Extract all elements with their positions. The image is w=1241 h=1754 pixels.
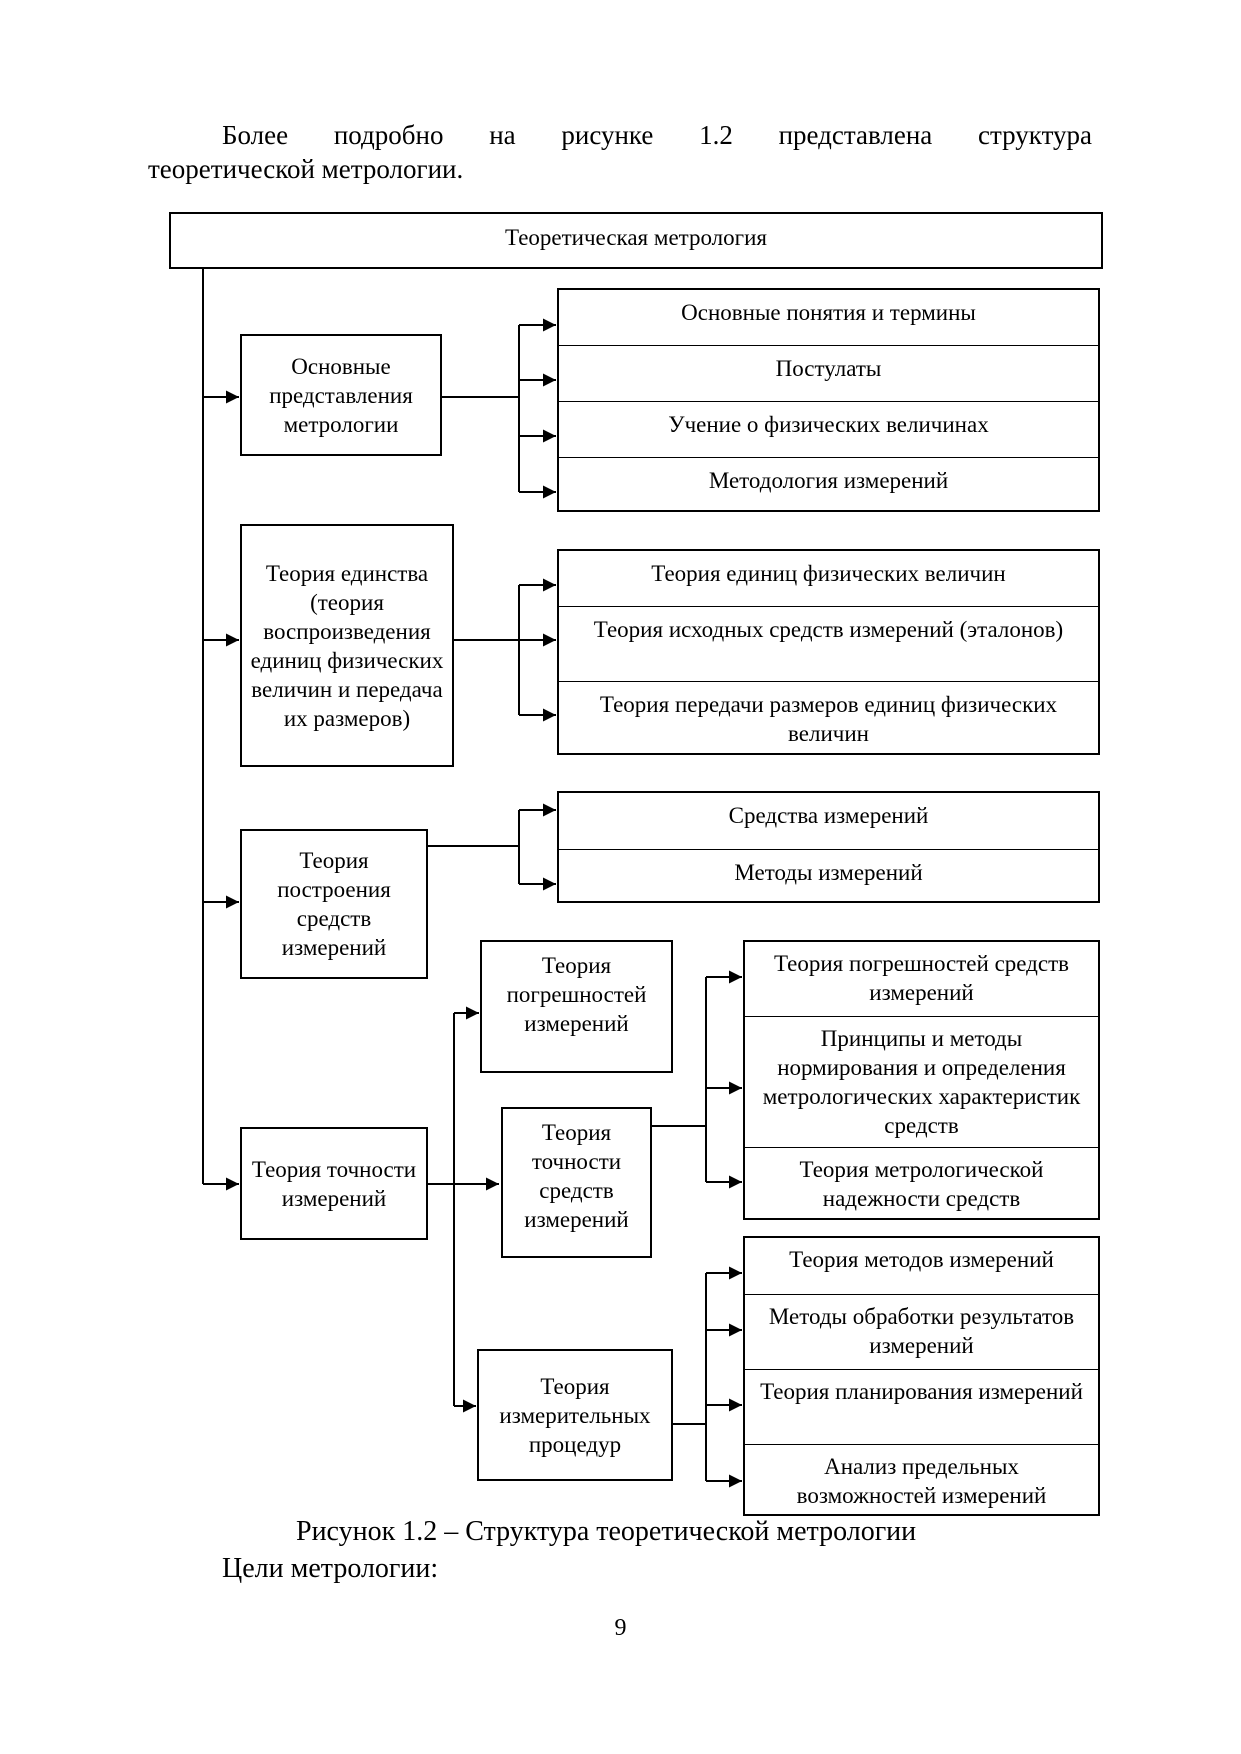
list-item: Теория метрологической надежности средст… xyxy=(745,1147,1098,1218)
items-stack-basic-concepts: Основные понятия и термины Постулаты Уче… xyxy=(557,288,1100,512)
items-stack-unity-theory: Теория единиц физических величин Теория … xyxy=(557,549,1100,755)
branch-box-instrument-construction: Теория построения средств измерений xyxy=(240,829,428,979)
list-item: Теория единиц физических величин xyxy=(559,551,1098,606)
root-box: Теоретическая метрология xyxy=(169,212,1103,269)
intro-text-line-1: Более подробно на рисунке 1.2 представле… xyxy=(222,120,1092,150)
item-text: Теория методов измерений xyxy=(789,1247,1054,1272)
item-text: Основные понятия и термины xyxy=(681,300,976,325)
item-text: Принципы и методы нормирования и определ… xyxy=(762,1026,1081,1138)
list-item: Теория передачи размеров единиц физическ… xyxy=(559,681,1098,753)
branch-label: Теория построения средств измерений xyxy=(277,848,391,960)
item-text: Методы обработки результатов измерений xyxy=(768,1304,1075,1358)
list-item: Основные понятия и термины xyxy=(559,290,1098,345)
list-item: Методология измерений xyxy=(559,457,1098,510)
branch-label: Теория точности измерений xyxy=(251,1156,417,1211)
branch-label: Теория единства (теория воспроизведения … xyxy=(250,560,444,731)
list-item: Теория методов измерений xyxy=(745,1238,1098,1294)
figure-caption: Рисунок 1.2 – Структура теоретической ме… xyxy=(296,1516,917,1547)
items-stack-instrument-precision: Теория погрешностей средств измерений Пр… xyxy=(743,940,1100,1220)
item-text: Теория единиц физических величин xyxy=(651,561,1006,586)
item-text: Теория погрешностей средств измерений xyxy=(773,951,1070,1005)
item-text: Теория исходных средств измерений (этало… xyxy=(593,617,1064,642)
subbranch-label: Теория погрешностей измерений xyxy=(506,953,647,1036)
branch-box-unity-theory: Теория единства (теория воспроизведения … xyxy=(240,524,454,767)
page-number: 9 xyxy=(614,1615,627,1641)
subbranch-label: Теория точности средств измерений xyxy=(524,1120,629,1232)
list-item: Теория планирования измерений xyxy=(745,1369,1098,1444)
list-item: Средства измерений xyxy=(559,793,1098,849)
list-item: Теория погрешностей средств измерений xyxy=(745,942,1098,1016)
item-text: Средства измерений xyxy=(728,803,929,828)
list-item: Анализ предельных возможностей измерений xyxy=(745,1444,1098,1514)
root-label: Теоретическая метрология xyxy=(505,225,767,250)
item-text: Постулаты xyxy=(775,356,882,381)
section-heading-goals: Цели метрологии: xyxy=(222,1553,439,1584)
list-item: Методы измерений xyxy=(559,849,1098,901)
subbranch-label: Теория измерительных процедур xyxy=(499,1373,651,1457)
item-text: Теория передачи размеров единиц физическ… xyxy=(599,692,1058,746)
item-text: Теория планирования измерений xyxy=(760,1379,1083,1404)
branch-box-measurement-accuracy: Теория точности измерений xyxy=(240,1127,428,1240)
item-text: Учение о физических величинах xyxy=(668,412,989,437)
item-text: Теория метрологической надежности средст… xyxy=(799,1157,1044,1211)
branch-label: Основные представления метрологии xyxy=(269,353,413,437)
subbranch-box-measurement-procedures: Теория измерительных процедур xyxy=(477,1349,673,1481)
list-item: Учение о физических величинах xyxy=(559,401,1098,457)
item-text: Методология измерений xyxy=(708,468,949,493)
list-item: Принципы и методы нормирования и определ… xyxy=(745,1016,1098,1147)
items-stack-instrument-construction: Средства измерений Методы измерений xyxy=(557,791,1100,903)
subbranch-box-measurement-errors: Теория погрешностей измерений xyxy=(480,940,673,1073)
intro-text-line-2: теоретической метрологии. xyxy=(148,154,464,184)
list-item: Методы обработки результатов измерений xyxy=(745,1294,1098,1369)
list-item: Теория исходных средств измерений (этало… xyxy=(559,606,1098,681)
items-stack-measurement-procedures: Теория методов измерений Методы обработк… xyxy=(743,1236,1100,1516)
subbranch-box-instrument-precision: Теория точности средств измерений xyxy=(501,1107,652,1258)
list-item: Постулаты xyxy=(559,345,1098,401)
branch-box-basic-concepts: Основные представления метрологии xyxy=(240,334,442,456)
item-text: Анализ предельных возможностей измерений xyxy=(796,1454,1047,1508)
item-text: Методы измерений xyxy=(734,860,923,885)
